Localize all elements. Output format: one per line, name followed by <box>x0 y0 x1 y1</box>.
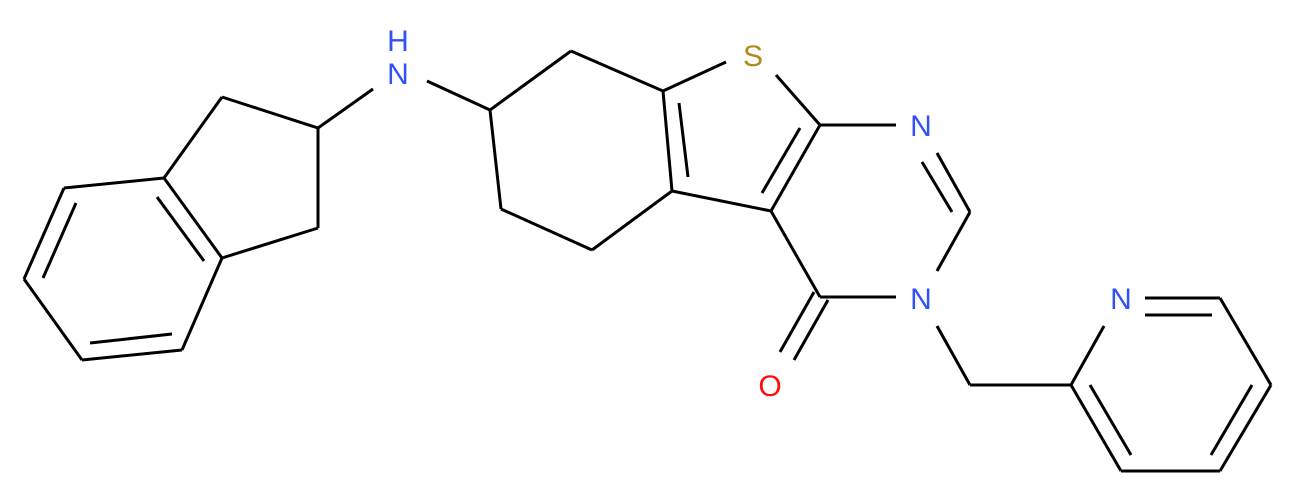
bond <box>778 291 816 353</box>
pyrimidine-n3-label: N <box>910 283 932 316</box>
bond-inner <box>89 332 173 345</box>
bond <box>792 299 830 361</box>
nh-h-label: H <box>387 25 409 58</box>
bond <box>591 189 673 252</box>
bond <box>426 79 491 112</box>
bond-inner <box>1088 384 1133 456</box>
bond <box>81 348 183 362</box>
bond <box>221 226 319 260</box>
bond <box>1069 384 1123 472</box>
bond <box>162 96 224 179</box>
bond <box>63 176 165 190</box>
bond <box>671 189 772 213</box>
bond-inner <box>155 196 206 262</box>
bond <box>935 211 972 272</box>
bond <box>488 109 503 210</box>
bond <box>162 177 224 259</box>
bond <box>1069 325 1106 386</box>
bond-inner <box>1209 384 1254 456</box>
bond <box>662 60 727 93</box>
bond <box>1218 384 1273 472</box>
bond-inner <box>677 102 690 178</box>
sulfur-label: S <box>743 40 763 73</box>
carbonyl-oxygen-label: O <box>758 370 781 403</box>
pyrimidine-n1-label: N <box>910 110 932 143</box>
bond <box>22 187 66 280</box>
bond-inner <box>920 161 954 213</box>
atom-labels: H N S N N O N <box>387 25 1132 403</box>
nh-n-label: N <box>387 58 409 91</box>
bond <box>500 207 593 252</box>
bond-inner <box>41 202 78 279</box>
bond <box>769 124 822 212</box>
bond-inner <box>760 127 802 194</box>
bond <box>774 74 822 126</box>
bond <box>769 210 822 298</box>
bonds <box>22 49 1273 473</box>
bond <box>180 257 224 351</box>
bond <box>1218 297 1273 386</box>
bond <box>221 95 319 130</box>
bond <box>935 152 972 213</box>
bond <box>22 278 84 361</box>
bond <box>935 325 972 386</box>
bond <box>661 90 674 192</box>
bond <box>317 87 374 130</box>
pyridine-n-label: N <box>1110 283 1132 316</box>
bond <box>489 49 572 112</box>
bond <box>570 49 664 93</box>
